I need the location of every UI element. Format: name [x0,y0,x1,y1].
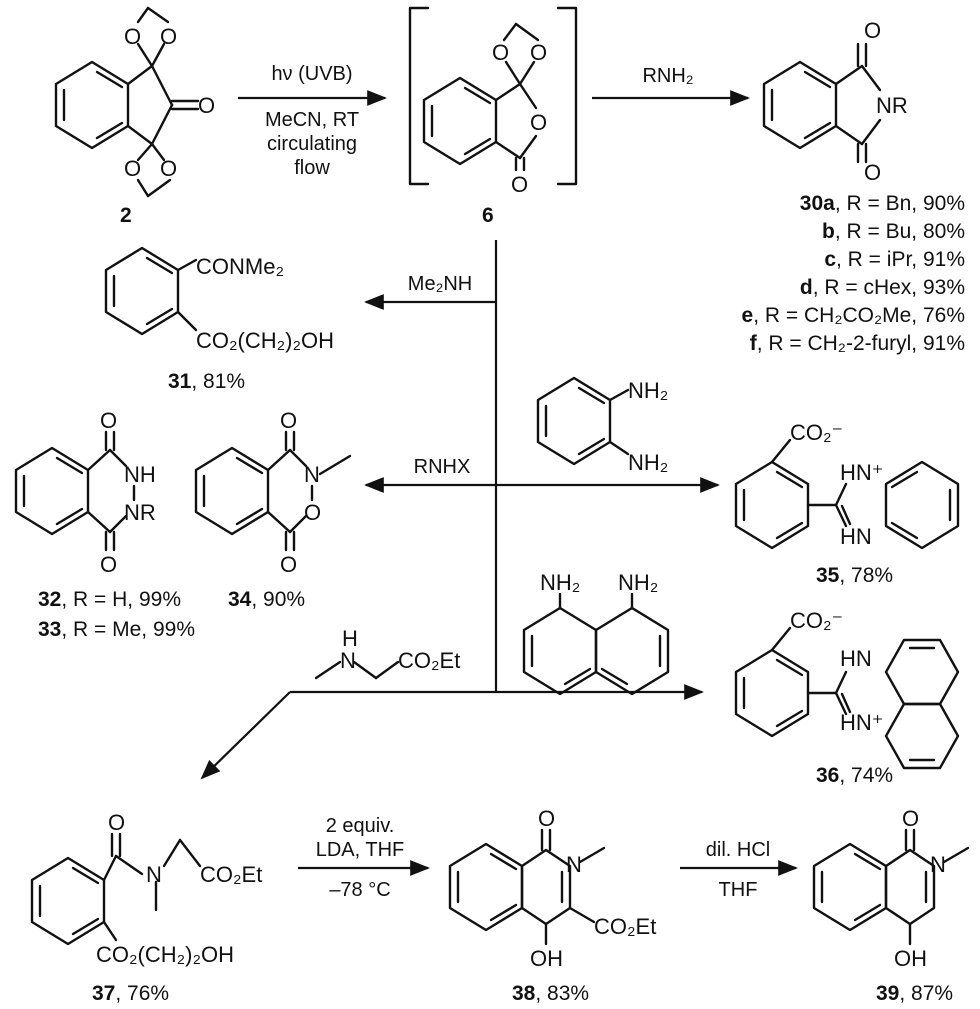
compound-34-entry: 34, 90% [228,588,305,611]
compound-39-oh: OH [894,946,927,971]
compound-36-hn: HN [840,646,872,671]
compound-6-structure: O O O O [408,6,578,197]
compound-38-structure [448,828,606,946]
compound-35-carboxylate: CO₂⁻ [790,420,843,445]
compound-33-entry: 33, R = Me, 99% [38,618,195,641]
compound-39-n: N [930,852,946,877]
compound-32-entry: 32, R = H, 99% [38,588,181,611]
compound-31-amide: CONMe₂ [196,254,284,279]
opda-nh2-top: NH₂ [628,378,668,403]
svg-text:O: O [864,160,881,185]
compound-31-ester: CO₂(CH₂)₂OH [196,328,334,353]
svg-text:O: O [160,24,177,49]
step-hv-line2: MeCN, RT [265,109,359,131]
compound-30c-entry: c, R = iPr, 91% [824,248,965,271]
compound-30b-entry: b, R = Bu, 80% [822,220,965,243]
compound-38-entry: 38, 83% [512,982,589,1005]
svg-text:O: O [304,500,321,525]
compound-31-entry: 31, 81% [168,370,245,393]
compound-37-entry: 37, 76% [92,982,169,1005]
step-hcl-line1: dil. HCl [706,839,770,861]
svg-text:N: N [304,462,320,487]
step-hv-line4: flow [294,157,330,179]
svg-text:O: O [198,93,215,118]
compound-38-ester: CO₂Et [594,914,656,939]
sarcosine-h: H [342,626,358,651]
svg-text:O: O [864,18,881,43]
compound-39-o: O [902,806,919,831]
svg-text:O: O [530,40,547,65]
compound-37-o: O [108,810,125,835]
compound-34-structure: O O N O [194,408,352,577]
svg-text:O: O [160,156,177,181]
compound-36-carboxylate: CO₂⁻ [790,608,843,633]
compound-38-o: O [538,806,555,831]
compound-35-hn-plus: HN⁺ [840,460,883,485]
svg-text:O: O [280,408,297,433]
compound-36-structure [734,626,960,770]
dan-nh2-right: NH₂ [618,570,658,595]
svg-text:O: O [124,156,141,181]
compound-36-hn-plus: HN⁺ [840,710,883,735]
compound-2-structure: O O O O O [54,6,215,198]
step-hcl-line2: THF [719,879,758,901]
compound-31-structure [104,246,198,336]
step-lda-line3: –78 °C [329,879,390,901]
compound-38-oh: OH [530,946,563,971]
svg-text:O: O [492,40,509,65]
step-rnh2-reagent: RNH₂ [642,65,693,87]
compound-30-structure: O O NR [762,18,908,185]
compound-36-entry: 36, 74% [816,764,893,787]
compound-30f-entry: f, R = CH₂-2-furyl, 91% [750,332,965,355]
step-rnhx-reagent: RNHX [414,456,471,478]
o-phenylenediamine-structure [536,376,630,466]
arrow-to-37 [200,691,291,780]
dan-nh2-left: NH₂ [540,570,580,595]
svg-text:O: O [511,172,528,197]
svg-text:O: O [124,24,141,49]
compound-6-label: 6 [482,204,494,227]
step-hv-line3: circulating [267,133,357,155]
compound-37-structure [30,832,202,946]
svg-text:O: O [100,552,117,577]
step-lda-line1: 2 equiv. [326,815,395,837]
compound-39-structure [812,828,970,946]
compound-30d-entry: d, R = cHex, 93% [800,276,965,299]
opda-nh2-bottom: NH₂ [628,450,668,475]
step-lda-line2: LDA, THF [316,839,405,861]
compound-38-n: N [566,852,582,877]
compound-30a-entry: 30a, R = Bn, 90% [800,192,965,215]
sarcosine-ester: CO₂Et [398,648,460,673]
sarcosine-n: N [340,648,356,673]
svg-text:NR: NR [876,93,908,118]
diaminonaphthalene-structure [522,592,670,696]
step-hv-line1: hν (UVB) [271,63,352,85]
svg-text:NH: NH [124,462,156,487]
compound-2-label: 2 [120,204,132,227]
compound-30e-entry: e, R = CH₂CO₂Me, 76% [742,304,965,327]
compound-35-structure [734,438,960,550]
compound-37-n: N [146,862,162,887]
step-me2nh-reagent: Me₂NH [408,273,472,295]
svg-text:O: O [100,408,117,433]
sarcosine-ester-structure [314,660,400,680]
compound-35-entry: 35, 78% [816,564,893,587]
svg-text:NR: NR [124,500,156,525]
compound-37-sub: CO₂(CH₂)₂OH [96,942,234,967]
compound-37-ester: CO₂Et [200,862,262,887]
compound-39-entry: 39, 87% [876,982,953,1005]
compound-35-hn: HN [840,524,872,549]
svg-text:O: O [280,552,297,577]
svg-text:O: O [530,110,547,135]
compound-32-structure: O O NH NR [14,408,156,577]
